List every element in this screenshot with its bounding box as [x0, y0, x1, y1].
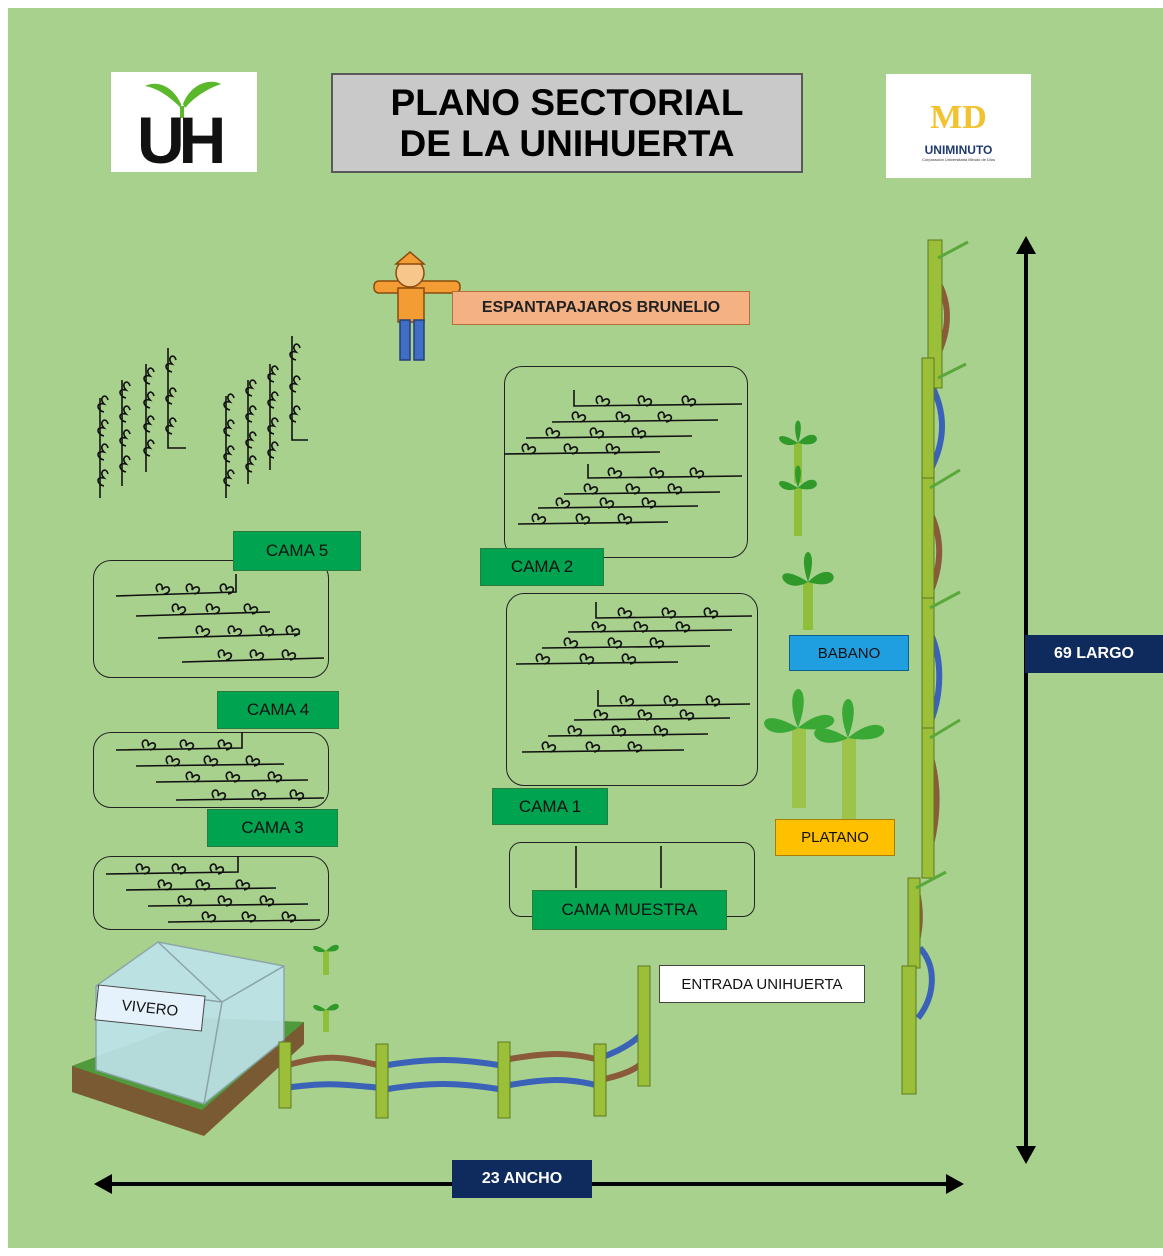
title-line-2: DE LA UNIHUERTA: [399, 123, 735, 164]
cama-4-bed: [93, 732, 329, 808]
entrada-label: ENTRADA UNIHUERTA: [659, 965, 865, 1003]
page-title: PLANO SECTORIAL DE LA UNIHUERTA: [331, 73, 803, 173]
uh-logo: UH: [111, 72, 257, 177]
cama-3-bed: [93, 856, 329, 930]
babano-label: BABANO: [789, 635, 909, 671]
plantain-tree-icon: [764, 688, 885, 826]
espantapajaros-label: ESPANTAPAJAROS BRUNELIO: [452, 291, 750, 325]
title-line-1: PLANO SECTORIAL: [390, 81, 744, 123]
banana-tree-icon: [313, 420, 834, 1032]
greenhouse-icon: [72, 941, 304, 1136]
md-logo-mark: MD: [930, 98, 987, 136]
largo-dimension: 69 LARGO: [1025, 635, 1163, 673]
largo-arrow: [1016, 236, 1036, 1164]
bamboo-fence-icon: [901, 239, 969, 1095]
cama-2-bed: [504, 366, 748, 558]
plant-row-icon: [99, 336, 308, 498]
uniminuto-logo: MD UNIMINUTO Corporación Universitaria M…: [886, 74, 1031, 178]
sprout-logo-icon: [145, 81, 221, 118]
bamboo-fence-icon: [278, 965, 651, 1119]
ancho-dimension: 23 ANCHO: [452, 1160, 592, 1198]
cama-4-label: CAMA 4: [217, 691, 339, 729]
uh-logo-text: UH: [137, 103, 226, 177]
uniminuto-subtitle: Corporación Universitaria Minuto de Dios: [922, 156, 995, 162]
cama-2-label: CAMA 2: [480, 548, 604, 586]
uniminuto-name: UNIMINUTO: [924, 142, 993, 157]
garden-drawing: [72, 236, 1036, 1194]
cama-muestra-label: CAMA MUESTRA: [532, 890, 727, 930]
garden-plan: PLANO SECTORIAL DE LA UNIHUERTA UH MD UN…: [8, 8, 1163, 1248]
cama-3-label: CAMA 3: [207, 809, 338, 847]
cama-1-label: CAMA 1: [492, 788, 608, 825]
cama-5-label: CAMA 5: [233, 531, 361, 571]
cama-1-bed: [506, 593, 758, 786]
platano-label: PLATANO: [775, 819, 895, 856]
scarecrow-icon: [373, 251, 461, 361]
cama-5-bed: [93, 560, 329, 678]
plant-row-icon: [105, 390, 753, 923]
